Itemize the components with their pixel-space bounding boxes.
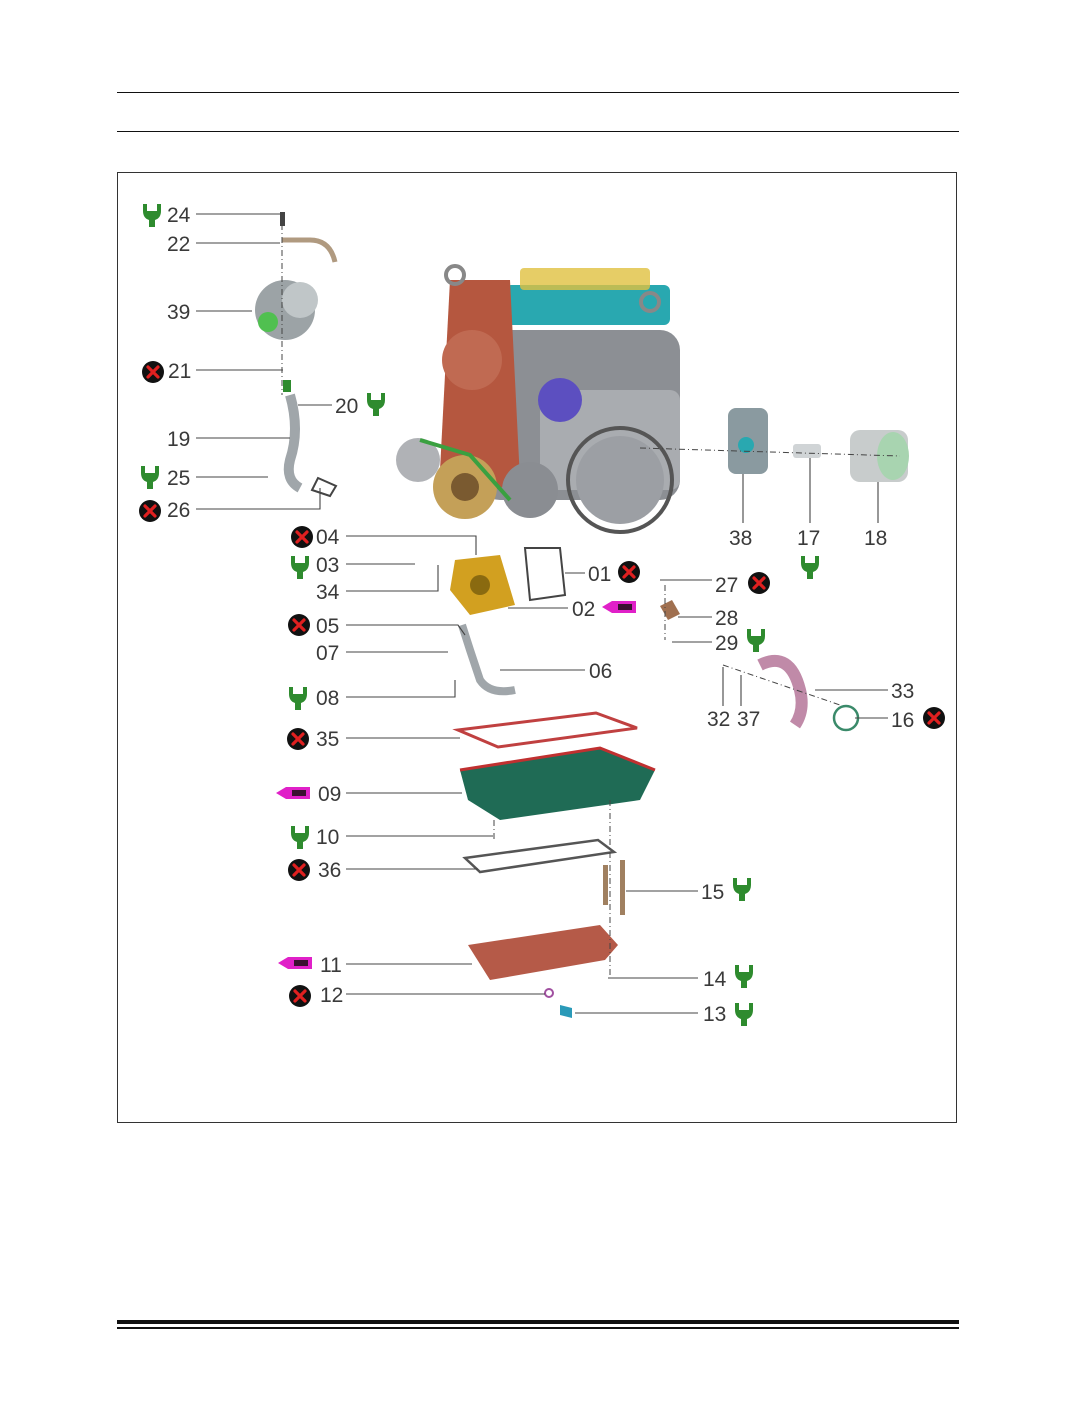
label-06: 06	[589, 660, 612, 683]
torque-wrench-icon	[747, 629, 765, 652]
label-03: 03	[316, 554, 339, 577]
header-rule-bottom	[117, 131, 959, 132]
label-11: 11	[320, 954, 342, 977]
replace-part-x-icon	[746, 570, 772, 596]
oil-pump-and-pickup-illustration	[450, 547, 567, 696]
label-37: 37	[737, 708, 760, 731]
torque-wrench-icon	[141, 466, 159, 489]
label-08: 08	[316, 687, 339, 710]
label-38: 38	[729, 527, 752, 550]
replace-part-x-icon	[289, 524, 315, 550]
label-16: 16	[891, 709, 914, 732]
label-36: 36	[318, 859, 341, 882]
label-09: 09	[318, 783, 341, 806]
label-39: 39	[167, 301, 190, 324]
replace-part-x-icon	[287, 983, 313, 1009]
label-17: 17	[797, 527, 820, 550]
sealant-tube-icon	[276, 787, 310, 799]
label-35: 35	[316, 728, 339, 751]
header-rule-top	[117, 92, 959, 93]
replace-part-x-icon	[616, 559, 642, 585]
label-02: 02	[572, 598, 595, 621]
sealant-tube-icon	[602, 601, 636, 613]
label-33: 33	[891, 680, 914, 703]
label-19: 19	[167, 428, 190, 451]
torque-wrench-icon	[735, 1003, 753, 1026]
torque-wrench-icon	[801, 556, 819, 579]
oil-pan-illustration	[452, 711, 656, 1018]
label-05: 05	[316, 615, 339, 638]
label-21: 21	[168, 360, 191, 383]
label-29: 29	[715, 632, 738, 655]
oil-cooler-and-filter-illustration	[728, 408, 909, 482]
torque-wrench-icon	[143, 204, 161, 227]
replace-part-x-icon	[286, 857, 312, 883]
label-12: 12	[320, 984, 343, 1007]
label-27: 27	[715, 574, 738, 597]
label-15: 15	[701, 881, 724, 904]
label-32: 32	[707, 708, 730, 731]
footer-rule-thin	[117, 1327, 959, 1329]
label-14: 14	[703, 968, 727, 991]
label-34: 34	[316, 581, 340, 604]
torque-wrench-icon	[733, 878, 751, 901]
label-28: 28	[715, 607, 738, 630]
label-13: 13	[703, 1003, 726, 1026]
label-22: 22	[167, 233, 190, 256]
label-18: 18	[864, 527, 887, 550]
torque-wrench-icon	[291, 826, 309, 849]
part-labels: 24 22 39 21 20 19 25 26 04 03 34 01 02 0…	[167, 204, 914, 1026]
sealant-tube-icon	[278, 957, 312, 969]
leader-lines	[196, 213, 901, 1014]
label-24: 24	[167, 204, 191, 227]
replace-part-x-icon	[140, 359, 166, 385]
replace-part-x-icon	[921, 705, 947, 731]
engine-assembly-illustration	[396, 264, 680, 534]
replace-part-x-icon	[286, 612, 312, 638]
label-26: 26	[167, 499, 190, 522]
footer-rule-thick	[117, 1320, 959, 1324]
torque-wrench-icon	[735, 965, 753, 988]
replace-part-x-icon	[137, 498, 163, 524]
torque-wrench-icon	[291, 556, 309, 579]
label-04: 04	[316, 526, 340, 549]
torque-wrench-icon	[289, 687, 307, 710]
label-01: 01	[588, 563, 611, 586]
replace-part-x-icon	[285, 726, 311, 752]
torque-wrench-icon	[367, 393, 385, 416]
label-20: 20	[335, 395, 358, 418]
turbo-and-pipes-illustration	[255, 212, 338, 498]
label-07: 07	[316, 642, 339, 665]
label-10: 10	[316, 826, 339, 849]
diagram-frame	[117, 172, 957, 1123]
label-25: 25	[167, 467, 190, 490]
